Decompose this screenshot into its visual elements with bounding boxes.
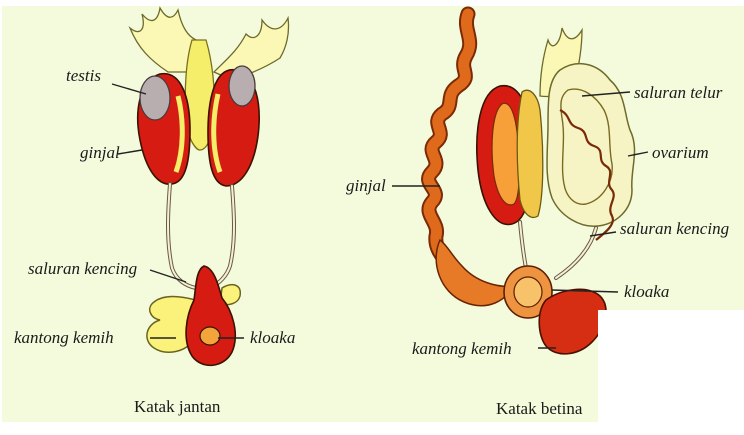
female-label-kidney: ginjal [346,176,386,195]
male-cloaca-opening [200,327,220,345]
female-label-oviduct: saluran telur [634,83,723,102]
female-label-bladder: kantong kemih [412,339,512,358]
male-label-kidney: ginjal [80,143,120,162]
male-label-testis: testis [66,66,101,85]
male-testis-left [140,76,170,120]
female-label-cloaca: kloaka [624,282,669,301]
white-cover-box [598,310,744,426]
female-caption: Katak betina [496,399,583,418]
male-testis-right [229,66,255,106]
male-label-ureter: saluran kencing [28,259,137,278]
male-label-bladder: kantong kemih [14,328,114,347]
male-caption: Katak jantan [134,397,221,416]
female-cloaca-inner [514,277,542,307]
female-central-organ [517,90,543,217]
female-label-ovary: ovarium [652,143,709,162]
male-label-cloaca: kloaka [250,328,295,347]
female-label-ureter: saluran kencing [620,219,729,238]
